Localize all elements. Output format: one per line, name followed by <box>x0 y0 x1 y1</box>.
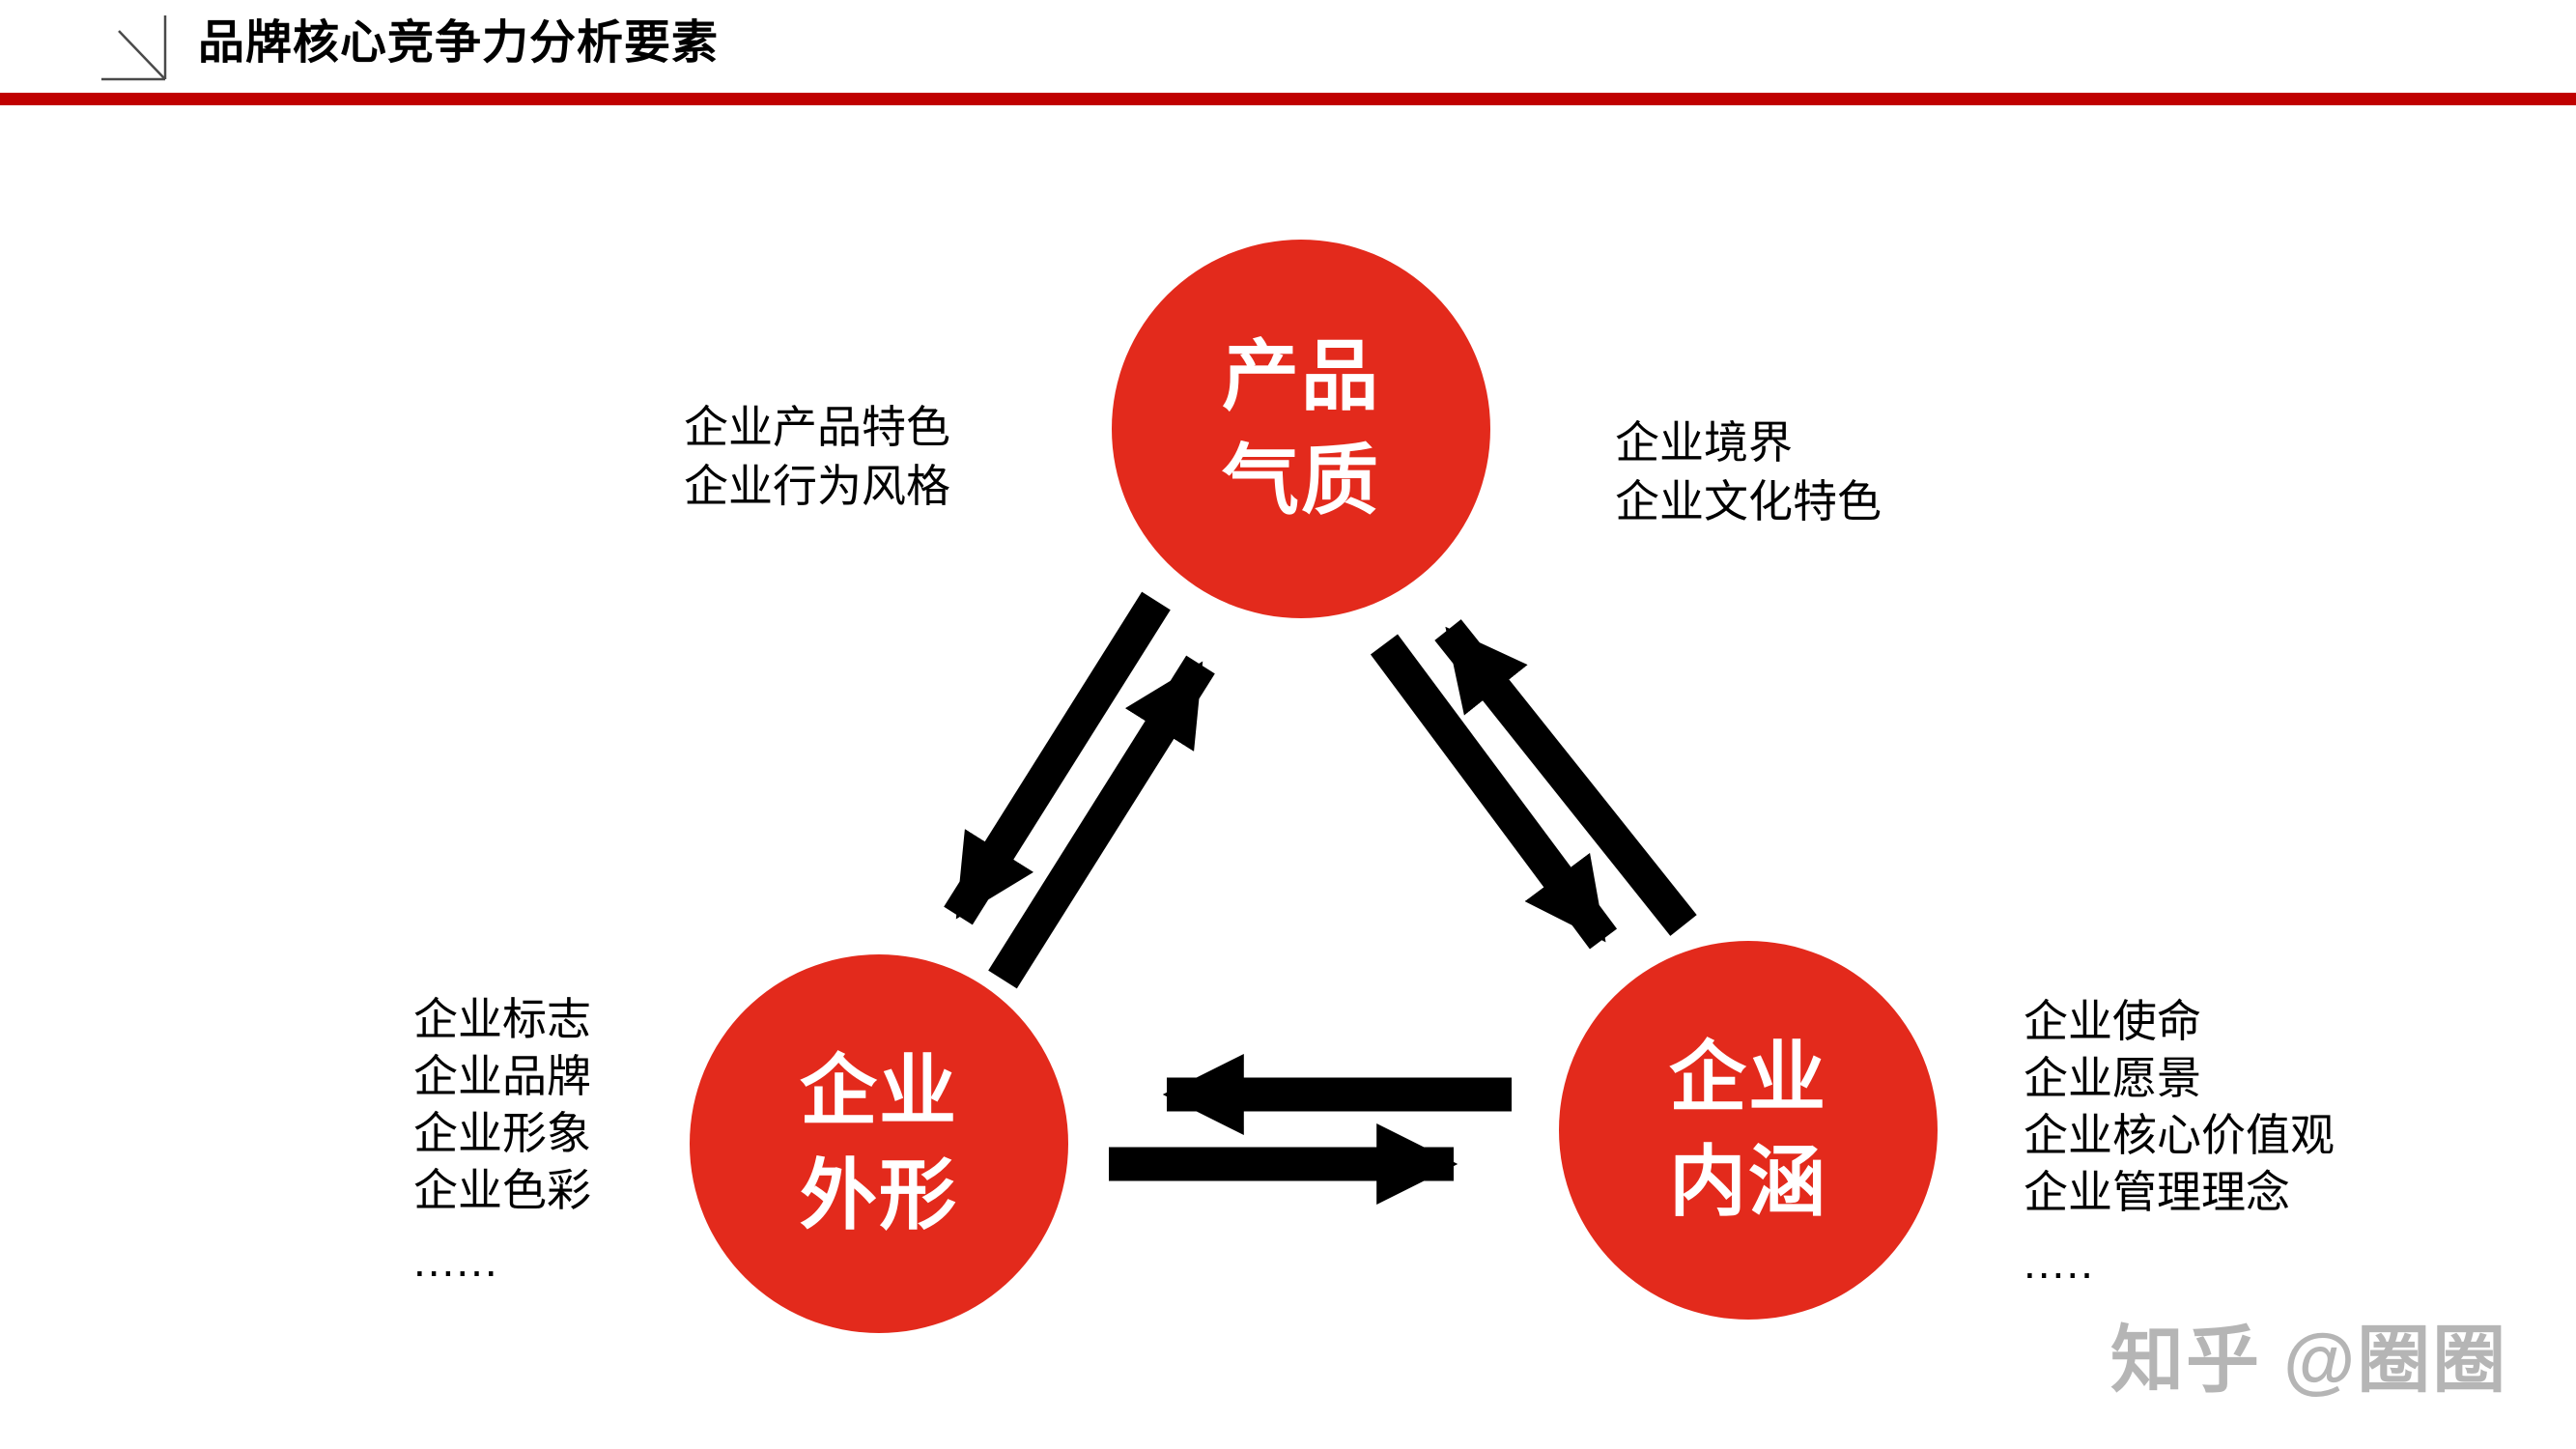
header-divider-line <box>0 93 2576 105</box>
annotation-line: 企业形象 <box>413 1108 591 1158</box>
annotation-bottom-left: 企业标志 企业品牌 企业形象 企业色彩 ...... <box>413 991 591 1290</box>
annotation-line: 企业管理理念 <box>2024 1167 2290 1217</box>
corner-arrow-icon <box>101 15 167 81</box>
arrow-bottomleft-to-top <box>988 655 1215 989</box>
annotation-line: 企业色彩 <box>413 1165 591 1215</box>
arrow-top-to-bottomright <box>1370 634 1618 950</box>
annotation-top-right: 企业境界 企业文化特色 <box>1615 413 1882 531</box>
watermark: 知乎 @圈圈 <box>2110 1320 2508 1402</box>
annotation-line: 企业愿景 <box>2024 1053 2201 1103</box>
annotation-line: 企业标志 <box>413 994 591 1044</box>
page-title: 品牌核心竞争力分析要素 <box>198 17 720 69</box>
annotation-line: 企业境界 <box>1615 417 1793 468</box>
annotation-line: 企业使命 <box>2024 996 2201 1046</box>
annotation-line: 企业品牌 <box>413 1051 591 1101</box>
node-label: 企业 内涵 <box>1669 1035 1827 1225</box>
annotation-line: 企业核心价值观 <box>2024 1110 2335 1160</box>
annotation-line: 企业产品特色 <box>684 402 950 452</box>
arrow-top-to-bottomleft <box>944 591 1171 925</box>
annotation-bottom-right: 企业使命 企业愿景 企业核心价值观 企业管理理念 ..... <box>2024 993 2335 1292</box>
annotation-top-left: 企业产品特色 企业行为风格 <box>684 398 950 516</box>
annotation-ellipsis: ..... <box>2024 1237 2095 1288</box>
annotation-line: 企业文化特色 <box>1615 476 1882 526</box>
arrow-bottomright-to-top <box>1434 619 1697 936</box>
node-product-temperament: 产品 气质 <box>1112 240 1490 618</box>
node-corporate-connotation: 企业 内涵 <box>1559 941 1938 1320</box>
node-corporate-appearance: 企业 外形 <box>690 954 1068 1333</box>
annotation-ellipsis: ...... <box>413 1236 499 1286</box>
node-label: 企业 外形 <box>800 1048 958 1238</box>
annotation-line: 企业行为风格 <box>684 461 950 511</box>
node-label: 产品 气质 <box>1222 333 1380 524</box>
